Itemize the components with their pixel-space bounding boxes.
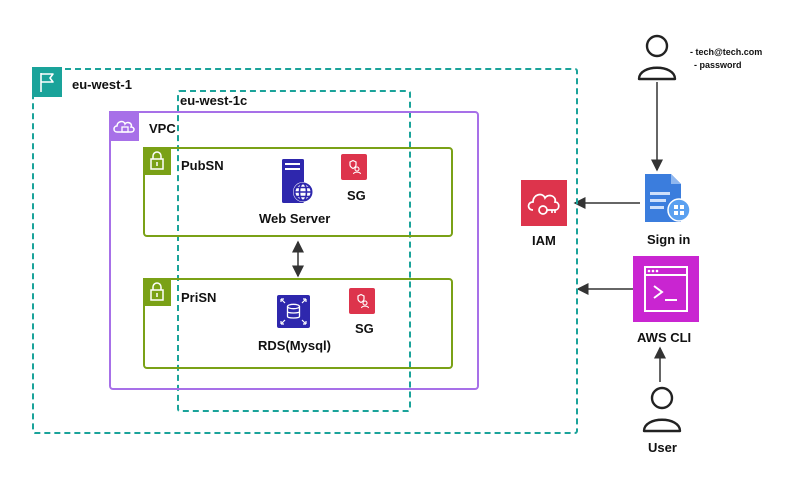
credentials-password: - password [694,60,742,70]
vpc-group [109,111,479,390]
sg-public-label: SG [347,188,366,203]
az-group [177,90,411,412]
private-subnet-label: PriSN [181,290,217,305]
sg-private-icon [349,288,375,314]
public-subnet-label: PubSN [181,158,224,173]
credentials-email: - tech@tech.com [690,47,763,57]
web-server-icon [279,157,315,207]
web-server-label: Web Server [259,211,331,226]
vpc-label: VPC [149,121,176,136]
sign-in-icon [643,172,691,224]
sign-in-label: Sign in [647,232,691,247]
public-subnet-group [143,147,453,237]
sg-private-label: SG [355,321,374,336]
private-subnet-group [143,278,453,369]
rds-label: RDS(Mysql) [258,338,331,353]
admin-user-icon [634,33,680,81]
region-flag-icon [32,67,62,97]
aws-cli-icon [633,256,699,322]
public-subnet-lock-icon [143,147,171,175]
vpc-cloud-icon [109,111,139,141]
region-label: eu-west-1 [72,77,132,92]
region-group [32,68,578,434]
user-icon [639,385,685,433]
aws-cli-label: AWS CLI [637,330,692,345]
rds-database-icon [277,295,310,328]
private-subnet-lock-icon [143,278,171,306]
iam-label: IAM [532,233,556,248]
iam-icon [521,180,567,226]
user-label: User [648,440,677,455]
sg-public-icon [341,154,367,180]
az-label: eu-west-1c [180,93,248,108]
